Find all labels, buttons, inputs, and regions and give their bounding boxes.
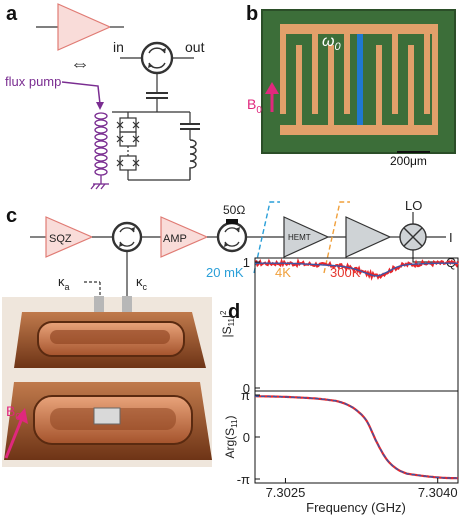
- inductor-icon: [189, 139, 197, 180]
- termination-label: 50Ω: [223, 203, 245, 217]
- sqz-label: SQZ: [49, 233, 72, 245]
- cavity-b-field-arrow: [4, 417, 24, 459]
- flux-coil-icon: [90, 112, 109, 190]
- flux-pump-line: [61, 81, 101, 105]
- omega-label: ω0: [322, 33, 341, 53]
- panel-a-letter: a: [6, 3, 18, 25]
- circulator-2-icon: [216, 221, 248, 253]
- hemt-label: HEMT: [288, 233, 311, 242]
- i-label: I: [449, 230, 453, 245]
- fit-trace: [255, 395, 458, 479]
- connector-a: [94, 296, 104, 316]
- connector-c: [122, 296, 132, 316]
- kappa-c-label: κc: [136, 274, 148, 292]
- resonator-strip: [357, 34, 363, 125]
- y-tick-label: 0: [243, 381, 250, 396]
- cavity-b0-label: B0: [6, 403, 21, 423]
- kappa-a-label: κa: [58, 274, 70, 292]
- y-tick-label: 0: [243, 430, 250, 445]
- out-label: out: [185, 39, 205, 55]
- chip-in-cavity: [93, 407, 121, 425]
- termination-icon: [226, 219, 238, 224]
- s11-mag-plot: 10: [243, 255, 460, 396]
- panel-c-letter: c: [6, 205, 17, 227]
- panel-a: a ⇔ in out flux pump: [5, 3, 205, 190]
- x-tick-label: 7.3040: [418, 485, 458, 500]
- lo-label: LO: [405, 198, 422, 213]
- frequency-xlabel: Frequency (GHz): [306, 500, 406, 515]
- chip-bottom-bar: [280, 125, 438, 135]
- hemt-amplifier: [283, 216, 330, 258]
- room-temp-amplifier: [345, 216, 392, 258]
- squeezer-amplifier: [45, 216, 94, 258]
- equivalence-arrow-icon: ⇔: [70, 53, 90, 75]
- temp-4k-label: 4K: [275, 265, 291, 280]
- in-label: in: [113, 39, 124, 55]
- s11-phase-frame: [254, 390, 459, 484]
- chip-top-bar: [280, 24, 438, 34]
- y-tick-label: 1: [243, 255, 250, 270]
- data-trace: [255, 395, 458, 480]
- interdigitated-fingers: [280, 34, 438, 125]
- squid-array-icon: [116, 117, 140, 180]
- b0-label: B0: [247, 96, 262, 116]
- parametric-amplifier: [160, 216, 209, 258]
- fit-trace: [255, 262, 458, 277]
- panel-c: c SQZ AMP 50Ω HEMT: [6, 198, 456, 300]
- s11-mag-ylabel: |S11|2: [219, 310, 236, 338]
- panel-d-letter: d: [228, 301, 240, 323]
- panel-b-letter: b: [246, 3, 258, 25]
- s11-phase-plot: π 0 -π 7.3025 7.3040: [237, 388, 458, 500]
- circulator-1-icon: [111, 221, 143, 253]
- flux-pump-label: flux pump: [5, 74, 61, 89]
- x-tick-label: 7.3025: [266, 485, 306, 500]
- s11-phase-ylabel: Arg(S11): [223, 416, 239, 459]
- y-tick-label: π: [241, 388, 250, 403]
- stage-boundary-4k: [323, 201, 350, 274]
- cavity-photo: B0: [2, 296, 212, 467]
- stage-boundary-20mk: [253, 201, 280, 274]
- scale-bar-label: 200μm: [390, 154, 427, 168]
- amp-label: AMP: [163, 233, 187, 245]
- y-tick-label: -π: [237, 472, 250, 487]
- amplifier-symbol: [57, 3, 112, 51]
- panel-b: b ω0 B0 200μm: [246, 3, 456, 168]
- temp-20mk-label: 20 mK: [206, 265, 244, 280]
